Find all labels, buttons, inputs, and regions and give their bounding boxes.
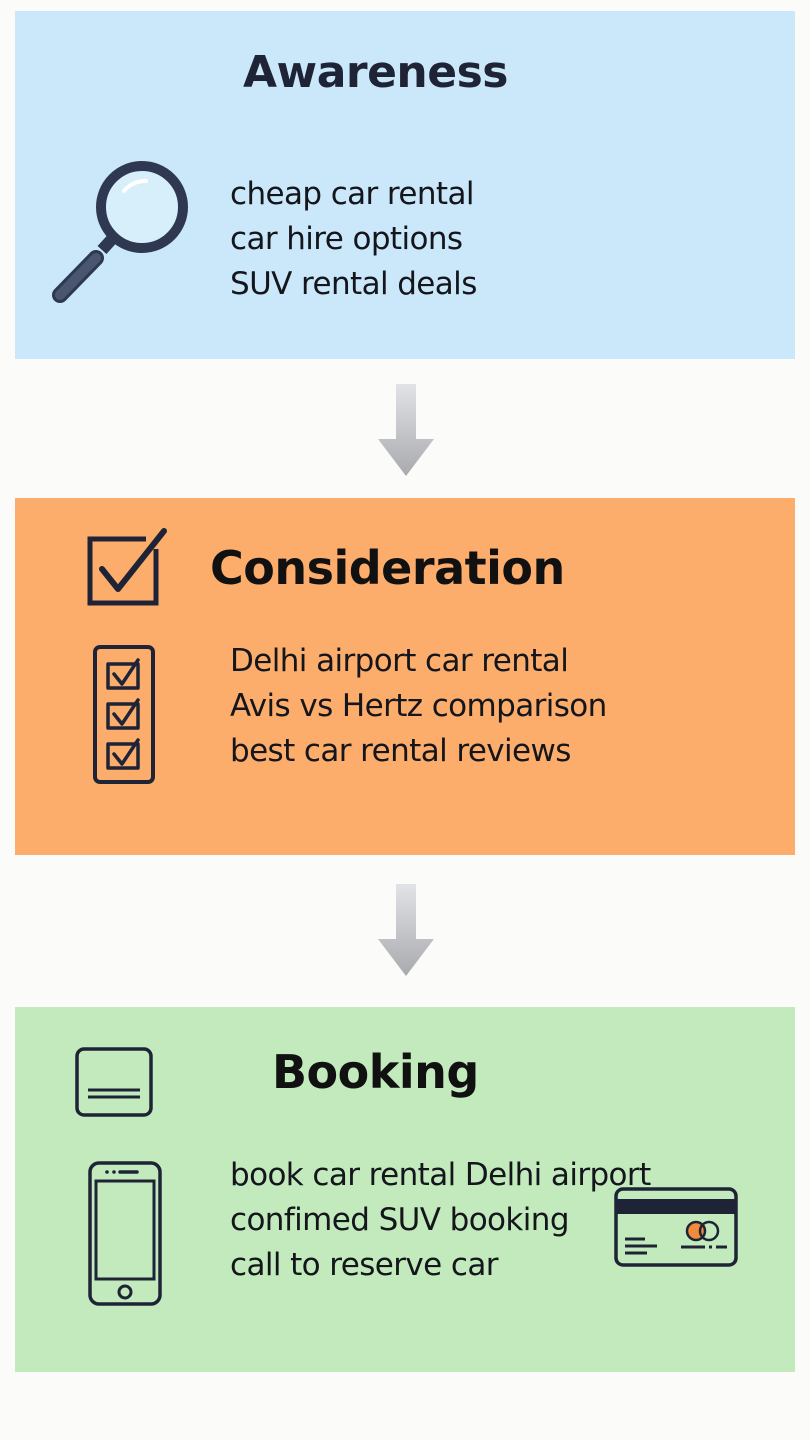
keyword-item: SUV rental deals: [230, 266, 477, 302]
window-card-icon: [75, 1047, 153, 1117]
booking-keywords: book car rental Delhi airport confimed S…: [230, 1153, 651, 1288]
arrow-down-icon: [378, 884, 434, 976]
awareness-keywords: cheap car rental car hire options SUV re…: [230, 172, 477, 307]
keyword-item: book car rental Delhi airport: [230, 1157, 651, 1193]
awareness-title: Awareness: [243, 47, 508, 98]
smartphone-icon: [88, 1161, 162, 1306]
consideration-keywords: Delhi airport car rental Avis vs Hertz c…: [230, 639, 607, 774]
arrow-down-icon: [378, 384, 434, 476]
credit-card-icon: [614, 1187, 738, 1267]
keyword-item: Delhi airport car rental: [230, 643, 569, 679]
consideration-title: Consideration: [210, 541, 565, 595]
keyword-item: confimed SUV booking: [230, 1202, 570, 1238]
keyword-item: best car rental reviews: [230, 733, 571, 769]
keyword-item: Avis vs Hertz comparison: [230, 688, 607, 724]
checkbox-checked-icon: [87, 528, 167, 606]
keyword-item: call to reserve car: [230, 1247, 498, 1283]
checklist-icon: [93, 645, 155, 784]
booking-title: Booking: [272, 1045, 479, 1099]
keyword-item: cheap car rental: [230, 176, 474, 212]
magnifying-glass-icon: [52, 161, 188, 303]
keyword-item: car hire options: [230, 221, 463, 257]
